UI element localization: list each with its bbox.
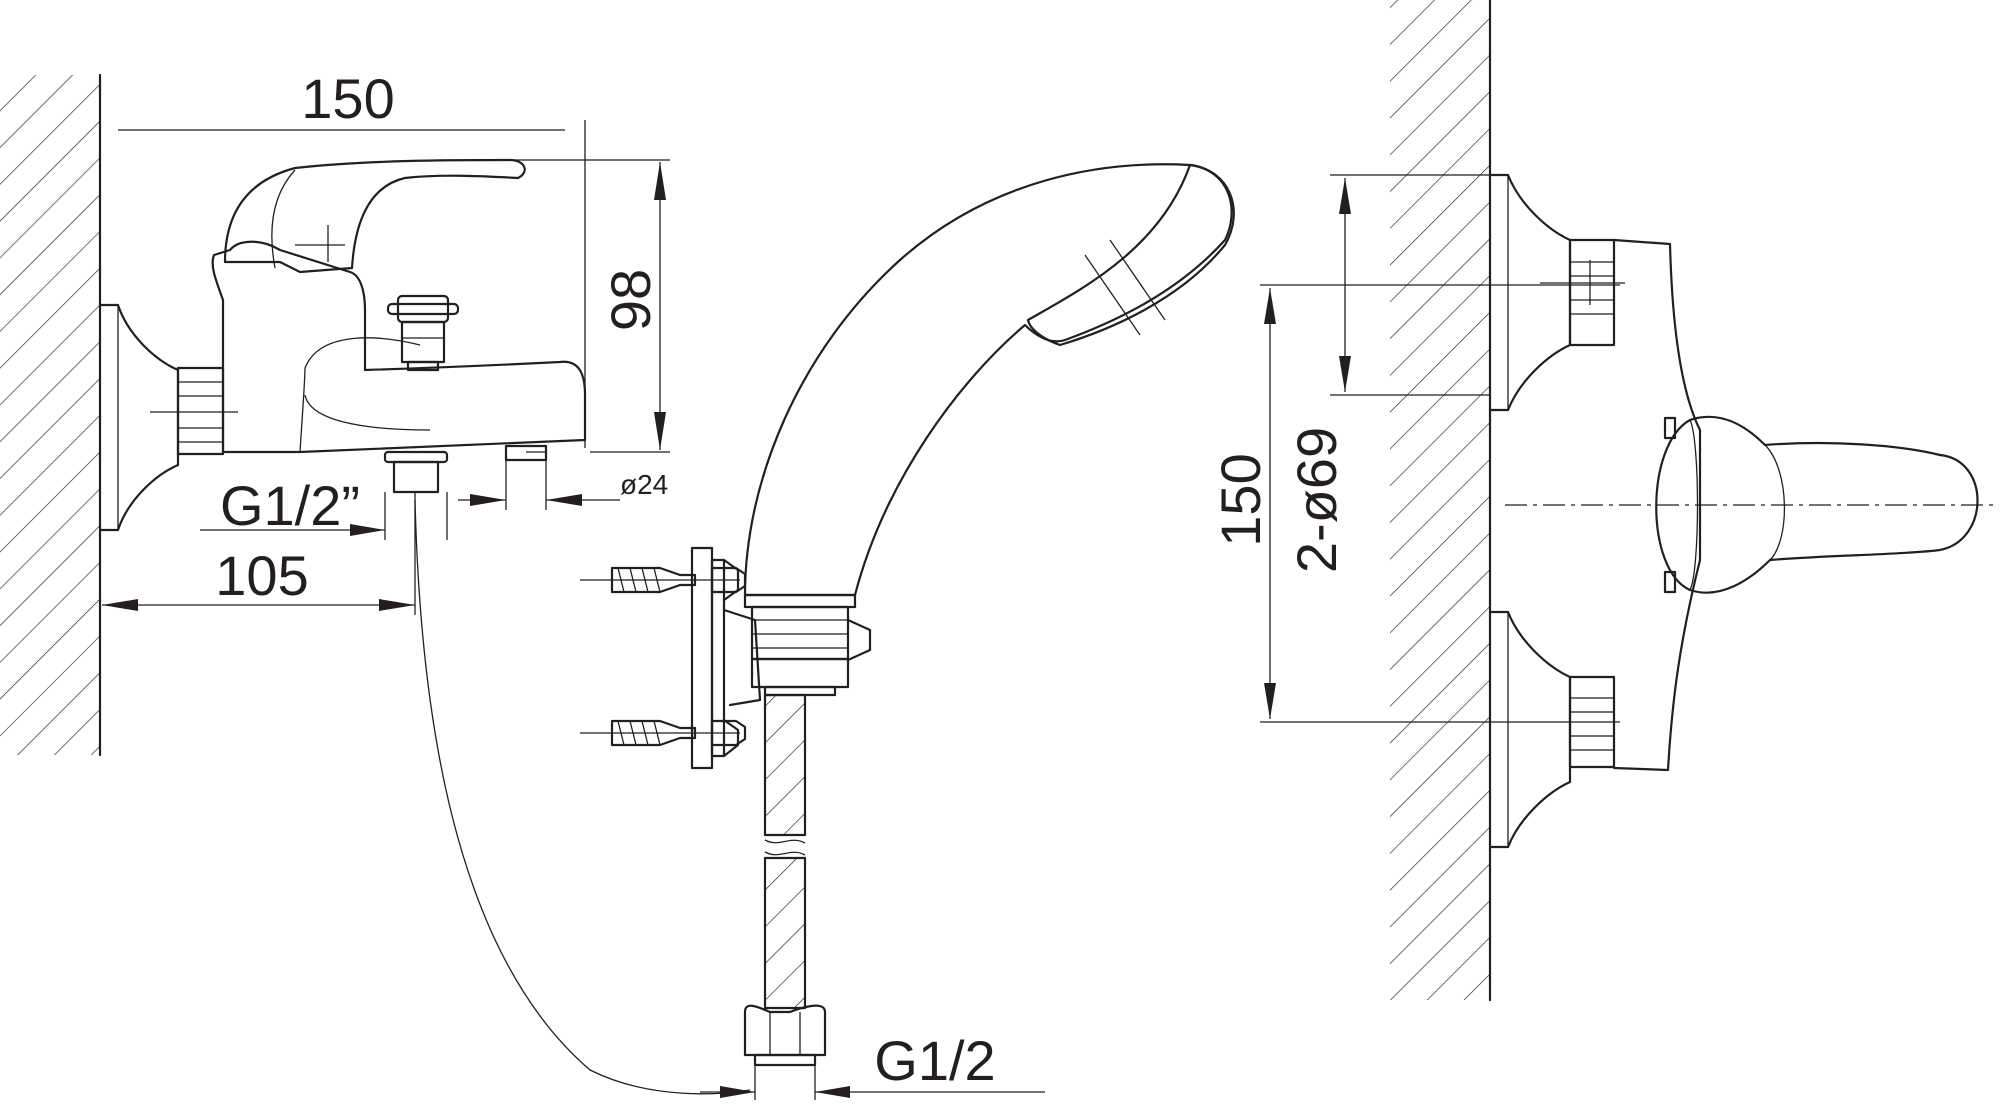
spout-outlet	[504, 444, 548, 462]
dim-2d69: 2-ø69	[1285, 174, 1490, 573]
dim-105: 105	[102, 492, 416, 615]
wall-hatch-left	[0, 75, 100, 755]
flexible-hose-line	[414, 499, 751, 1095]
wall-hatch-right	[1390, 0, 1490, 1000]
dim-g12-inlet: G1/2”	[200, 474, 448, 540]
dim-d24: ø24	[458, 460, 668, 510]
hose-connector-bottom	[383, 450, 449, 494]
shower-connector	[743, 593, 872, 697]
dim-label-150: 150	[301, 67, 394, 130]
nut-upper	[1568, 238, 1616, 347]
lever-handle	[223, 158, 526, 274]
hose-end-nut	[743, 1004, 827, 1067]
shower-head	[743, 163, 1233, 597]
dim-label-2d69: 2-ø69	[1285, 427, 1348, 573]
side-view: 150 98 ø24 G1/2”	[0, 67, 670, 757]
wall-anchor-top	[580, 566, 747, 594]
wall-flange	[98, 303, 180, 532]
dim-98-vertical: 98	[510, 159, 670, 453]
dim-label-150-vertical: 150	[1209, 453, 1272, 546]
front-view: 2-ø69 150	[1209, 0, 1995, 1002]
dim-label-g12-hose: G1/2	[874, 1029, 995, 1092]
diverter-knob	[386, 294, 460, 372]
dim-150-vertical: 150	[1209, 284, 1620, 723]
flange-lower	[1488, 610, 1572, 849]
dim-g12-hose: G1/2	[700, 1029, 1045, 1100]
dim-label-105: 105	[215, 544, 308, 607]
wall-anchor-bottom	[580, 719, 747, 747]
dim-150-horizontal: 150	[118, 67, 586, 448]
mixer-body-front	[1612, 238, 1702, 772]
hand-shower-assembly: G1/2	[414, 163, 1235, 1100]
dim-label-g12-inlet: G1/2”	[220, 474, 360, 537]
dim-label-98: 98	[599, 269, 662, 331]
flange-upper	[1488, 173, 1572, 412]
shower-hose	[763, 693, 807, 1010]
inlet-nut	[150, 366, 238, 456]
mixer-body	[211, 240, 587, 454]
wall-bracket	[690, 546, 762, 770]
dim-label-d24: ø24	[620, 469, 668, 500]
